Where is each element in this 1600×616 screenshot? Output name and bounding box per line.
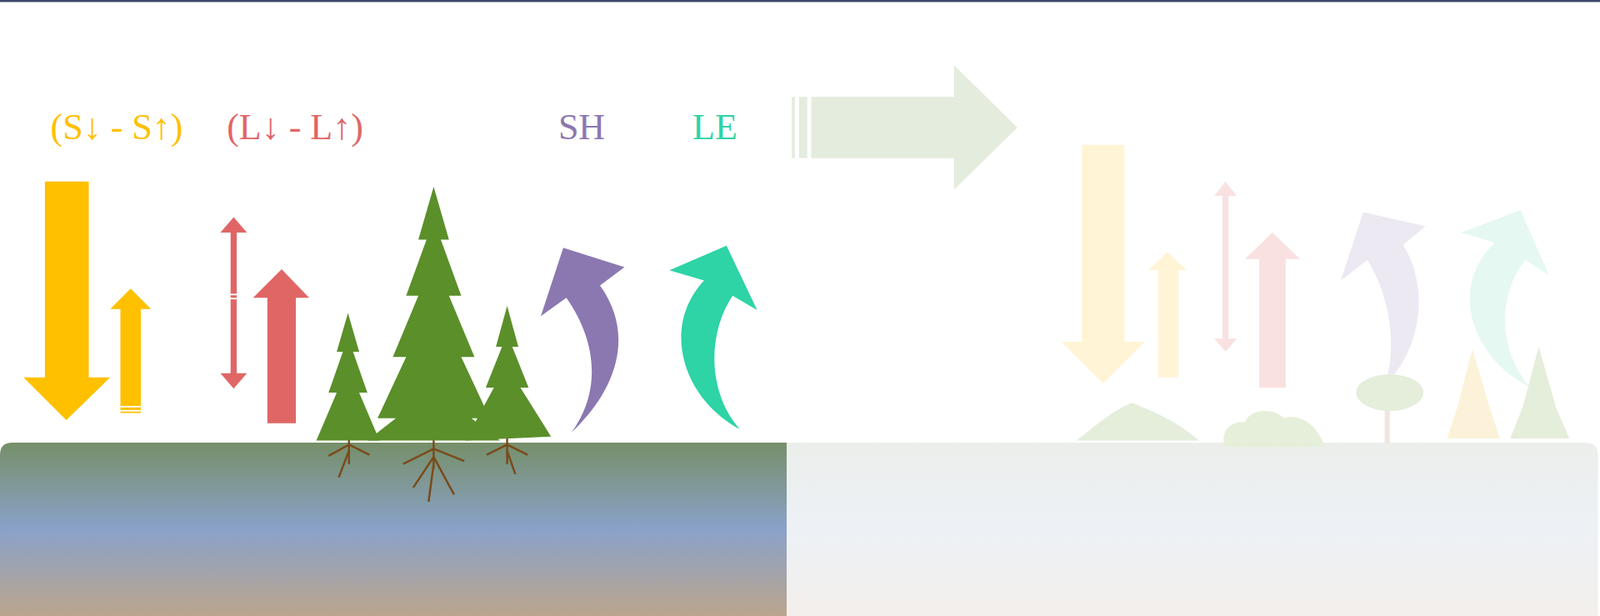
shortwave-arrows [23,181,151,420]
faded-scene [1060,145,1570,447]
top-border [0,0,1600,2]
flux-label: SH [558,107,605,148]
transition-arrow [791,65,1018,190]
latent-heat-arrow [669,245,757,430]
conifer-trees [316,186,552,502]
longwave-arrows [220,217,310,424]
flux-label: (L↓ - L↑) [226,107,364,148]
flux-label: LE [692,107,738,148]
flux-label: (S↓ - S↑) [50,107,184,148]
sensible-heat-arrow [540,247,625,432]
faded-ground [786,442,1598,616]
soil-ground [0,442,787,616]
